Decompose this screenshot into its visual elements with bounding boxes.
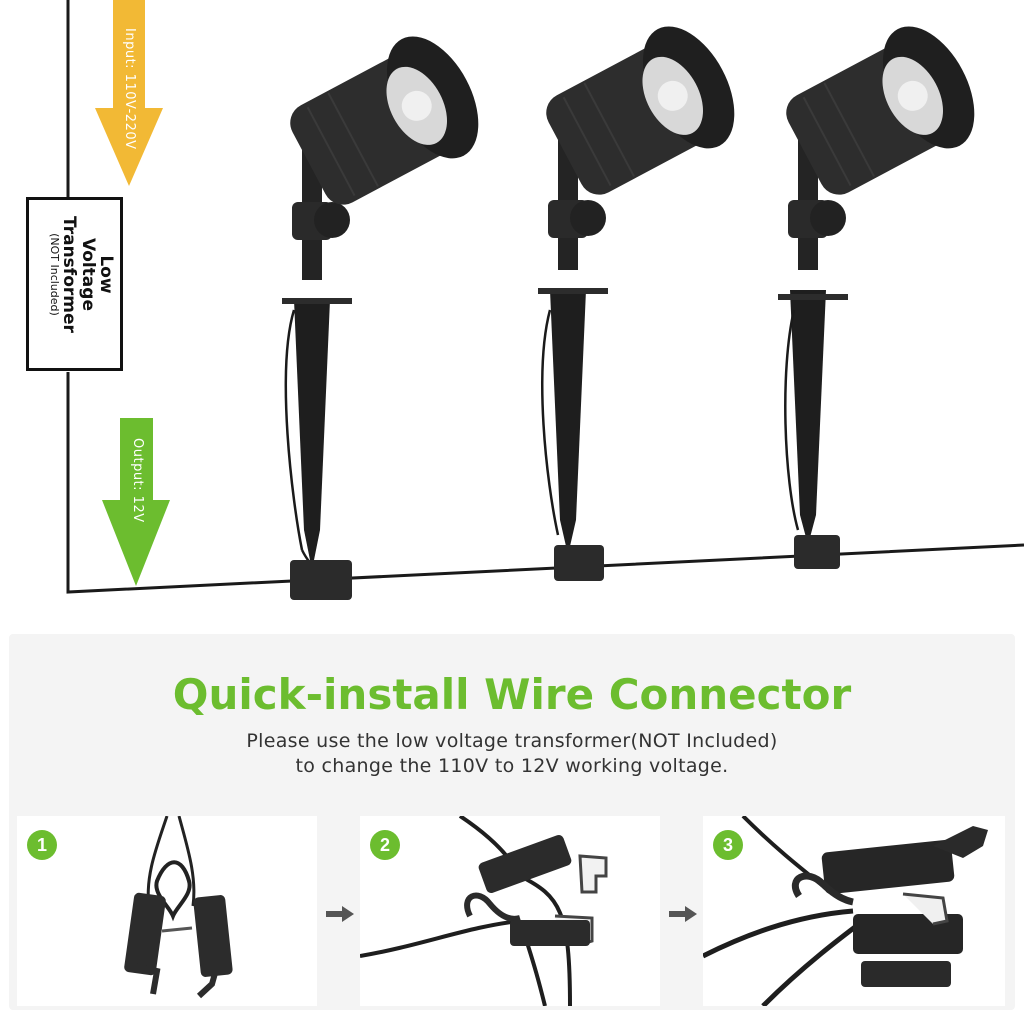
panel-headline: Quick-install Wire Connector [172, 670, 852, 719]
main-cable [66, 0, 1024, 594]
output-voltage-label: Output: 12V [130, 438, 145, 523]
transformer-label: Low Voltage Transformer (NOT Included) [47, 216, 116, 333]
transformer-box: Low Voltage Transformer (NOT Included) [26, 197, 123, 371]
wiring-illustration [66, 0, 1024, 600]
transformer-note: (NOT Included) [47, 233, 61, 316]
input-voltage-label: Input: 110V-220V [122, 28, 137, 150]
step-card-3: 3 [703, 816, 1005, 1006]
connector-panel: Quick-install Wire Connector Please use … [9, 634, 1015, 1010]
step-number-badge: 2 [370, 830, 400, 860]
step-card-2: 2 [360, 816, 660, 1006]
transformer-line-1: Low Voltage [77, 237, 116, 311]
panel-subline-1: Please use the low voltage transformer(N… [246, 730, 778, 752]
arrow-right-icon [326, 906, 354, 922]
connector-insert-illustration [360, 816, 608, 1006]
spotlight-3 [778, 26, 975, 569]
wiring-diagram: Input: 110V-220V Output: 12V Low Voltage… [26, 0, 1024, 600]
step-number-badge: 1 [27, 830, 57, 860]
step-number-badge: 3 [713, 830, 743, 860]
transformer-line-2: Transformer [59, 216, 80, 333]
spotlight-1 [282, 36, 479, 600]
step-card-1: 1 [17, 816, 317, 1006]
input-arrow [95, 0, 163, 186]
output-arrow [102, 418, 170, 586]
connector-locked-illustration [703, 816, 988, 1006]
spotlight-2 [538, 26, 735, 581]
arrow-right-icon [669, 906, 697, 922]
panel-subline-2: to change the 110V to 12V working voltag… [295, 755, 729, 777]
connector-open-illustration [124, 816, 233, 999]
